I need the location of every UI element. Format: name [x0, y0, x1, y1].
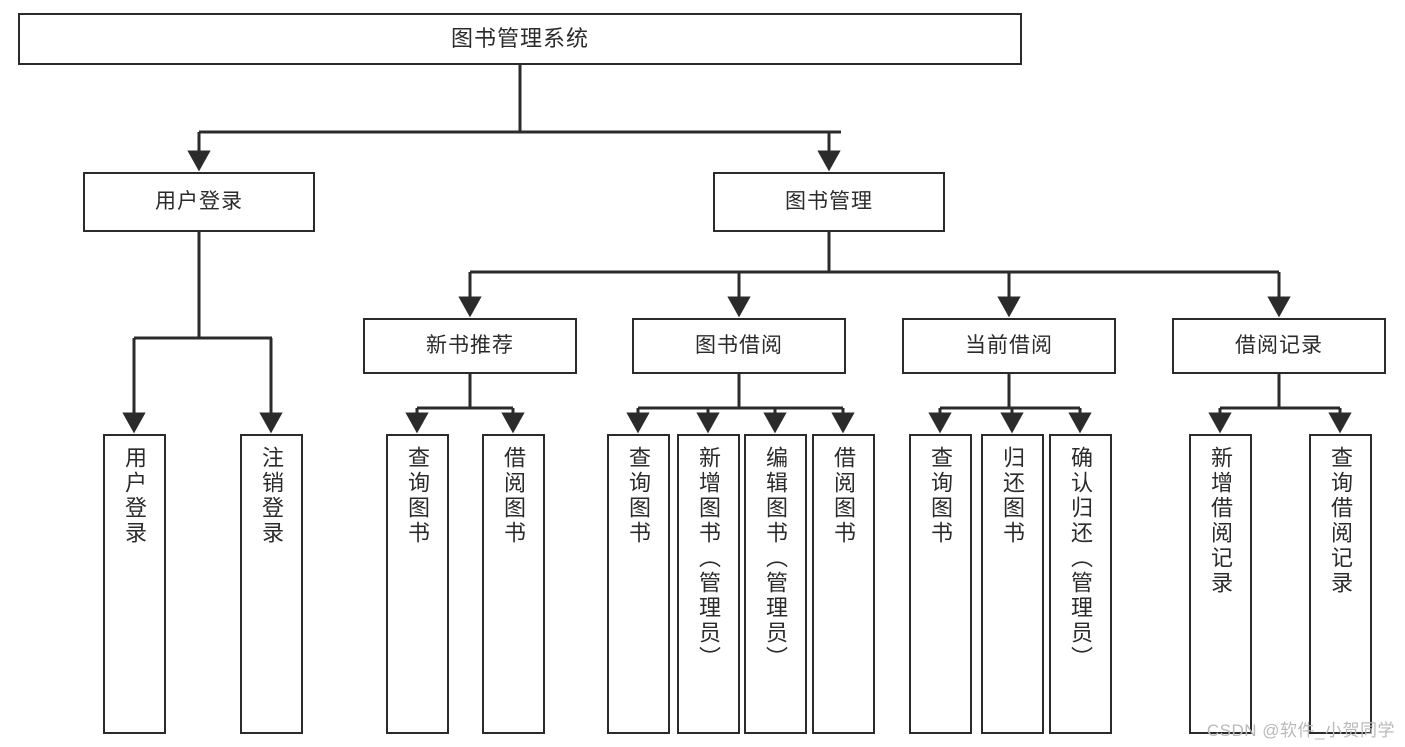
node-book-borrow[interactable]: 图书借阅 [632, 318, 846, 374]
leaf-node-label: 查询图书 [405, 446, 431, 546]
leaf-node[interactable]: 新增借阅记录 [1189, 434, 1252, 734]
leaf-node-label: 查询图书 [626, 446, 652, 546]
leaf-node[interactable]: 确认归还（管理员） [1049, 434, 1112, 734]
leaf-node-label: 用户登录 [122, 446, 148, 546]
leaf-node[interactable]: 借阅图书 [482, 434, 545, 734]
leaf-node[interactable]: 查询图书 [386, 434, 449, 734]
node-current-borrow[interactable]: 当前借阅 [902, 318, 1116, 374]
leaf-node-label: 编辑图书（管理员） [763, 446, 789, 671]
leaf-node-label: 借阅图书 [501, 446, 527, 546]
leaf-node[interactable]: 编辑图书（管理员） [744, 434, 807, 734]
csdn-watermark: CSDN @软件_小贺同学 [1206, 721, 1395, 740]
leaf-node[interactable]: 借阅图书 [812, 434, 875, 734]
node-new-book-recommend-label: 新书推荐 [426, 333, 514, 357]
node-book-management[interactable]: 图书管理 [713, 172, 945, 232]
leaf-node[interactable]: 用户登录 [103, 434, 166, 734]
leaf-node[interactable]: 新增图书（管理员） [677, 434, 740, 734]
node-user-login-label: 用户登录 [155, 189, 243, 213]
node-current-borrow-label: 当前借阅 [965, 333, 1053, 357]
leaf-node[interactable]: 查询图书 [607, 434, 670, 734]
leaf-node[interactable]: 查询借阅记录 [1309, 434, 1372, 734]
node-new-book-recommend[interactable]: 新书推荐 [363, 318, 577, 374]
node-root[interactable]: 图书管理系统 [18, 13, 1022, 65]
leaf-node-label: 新增图书（管理员） [696, 446, 722, 671]
leaf-node-label: 查询图书 [928, 446, 954, 546]
leaf-node[interactable]: 归还图书 [981, 434, 1044, 734]
node-borrow-record[interactable]: 借阅记录 [1172, 318, 1386, 374]
node-book-borrow-label: 图书借阅 [695, 333, 783, 357]
node-user-login[interactable]: 用户登录 [83, 172, 315, 232]
node-borrow-record-label: 借阅记录 [1235, 333, 1323, 357]
node-book-management-label: 图书管理 [785, 189, 873, 213]
leaf-node[interactable]: 注销登录 [240, 434, 303, 734]
leaf-node-label: 确认归还（管理员） [1068, 446, 1094, 671]
leaf-node-label: 新增借阅记录 [1208, 446, 1234, 596]
leaf-node-label: 注销登录 [259, 446, 285, 546]
leaf-node-label: 查询借阅记录 [1328, 446, 1354, 596]
node-root-label: 图书管理系统 [450, 26, 589, 52]
leaf-node[interactable]: 查询图书 [909, 434, 972, 734]
leaf-node-label: 借阅图书 [831, 446, 857, 546]
leaf-node-label: 归还图书 [1000, 446, 1026, 546]
